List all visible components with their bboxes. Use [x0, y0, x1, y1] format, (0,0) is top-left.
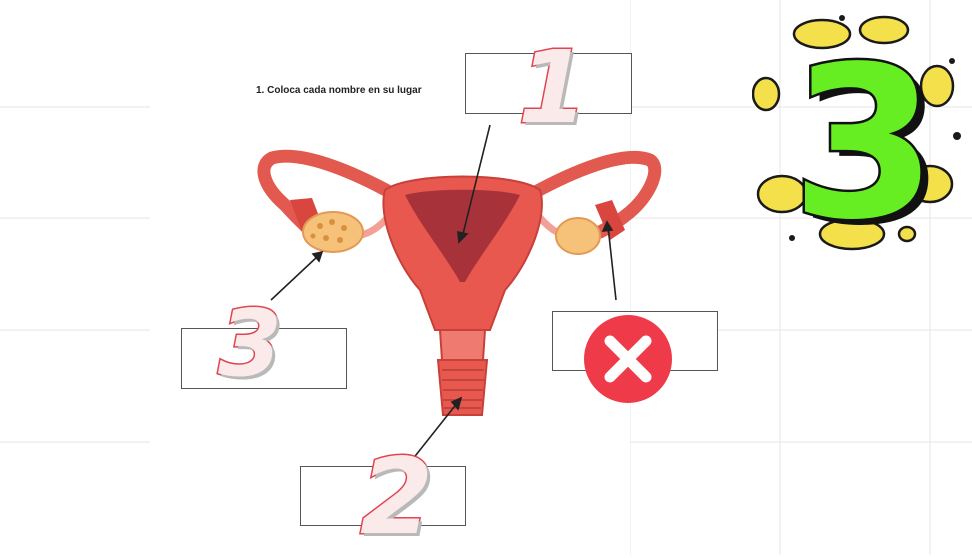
right-ovary: [556, 218, 600, 254]
score-badge: 3 3: [752, 6, 972, 256]
vaginal-canal: [438, 360, 487, 415]
x-circle-icon: [582, 313, 674, 405]
cervix: [440, 330, 485, 360]
marker-number-1: 1: [518, 38, 588, 138]
score-badge-number-fill: 3: [791, 21, 937, 256]
left-ovary: [303, 212, 363, 252]
right-fallopian-tube: [530, 157, 655, 232]
marker-number-2: 2: [360, 445, 433, 550]
marker-number-3: 3: [218, 298, 282, 390]
